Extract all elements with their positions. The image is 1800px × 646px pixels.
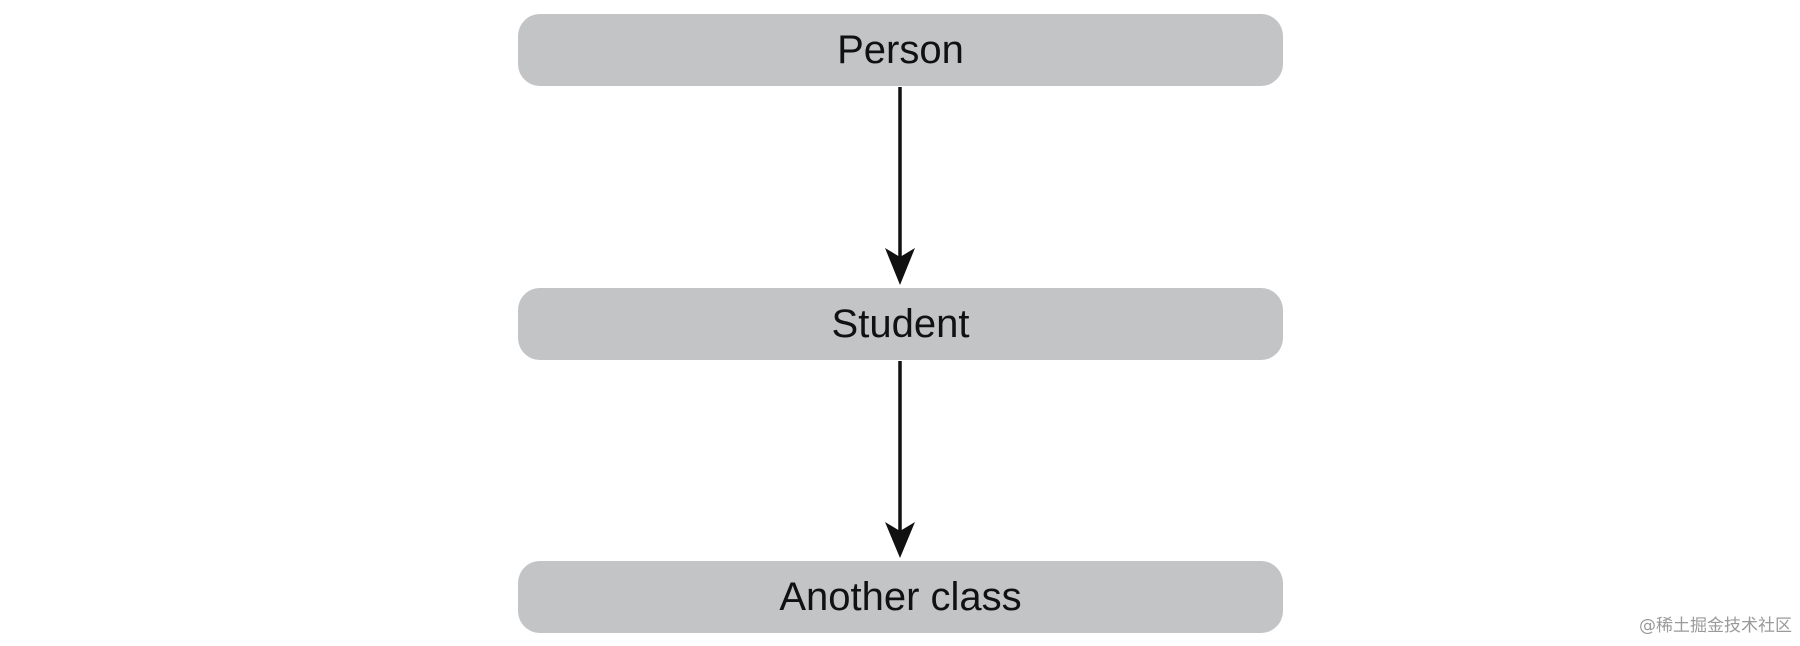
arrowhead-icon: [885, 248, 915, 285]
class-node-another-class: Another class: [518, 561, 1283, 633]
node-label-student: Student: [831, 301, 970, 346]
arrow-person-to-student: [885, 87, 915, 285]
class-node-student: Student: [518, 288, 1283, 360]
node-label-another-class: Another class: [779, 574, 1022, 619]
arrow-student-to-another: [885, 361, 915, 558]
node-label-person: Person: [837, 27, 964, 72]
arrowhead-icon: [885, 522, 915, 558]
class-node-person: Person: [518, 14, 1283, 86]
watermark: @稀土掘金技术社区: [1639, 616, 1792, 636]
